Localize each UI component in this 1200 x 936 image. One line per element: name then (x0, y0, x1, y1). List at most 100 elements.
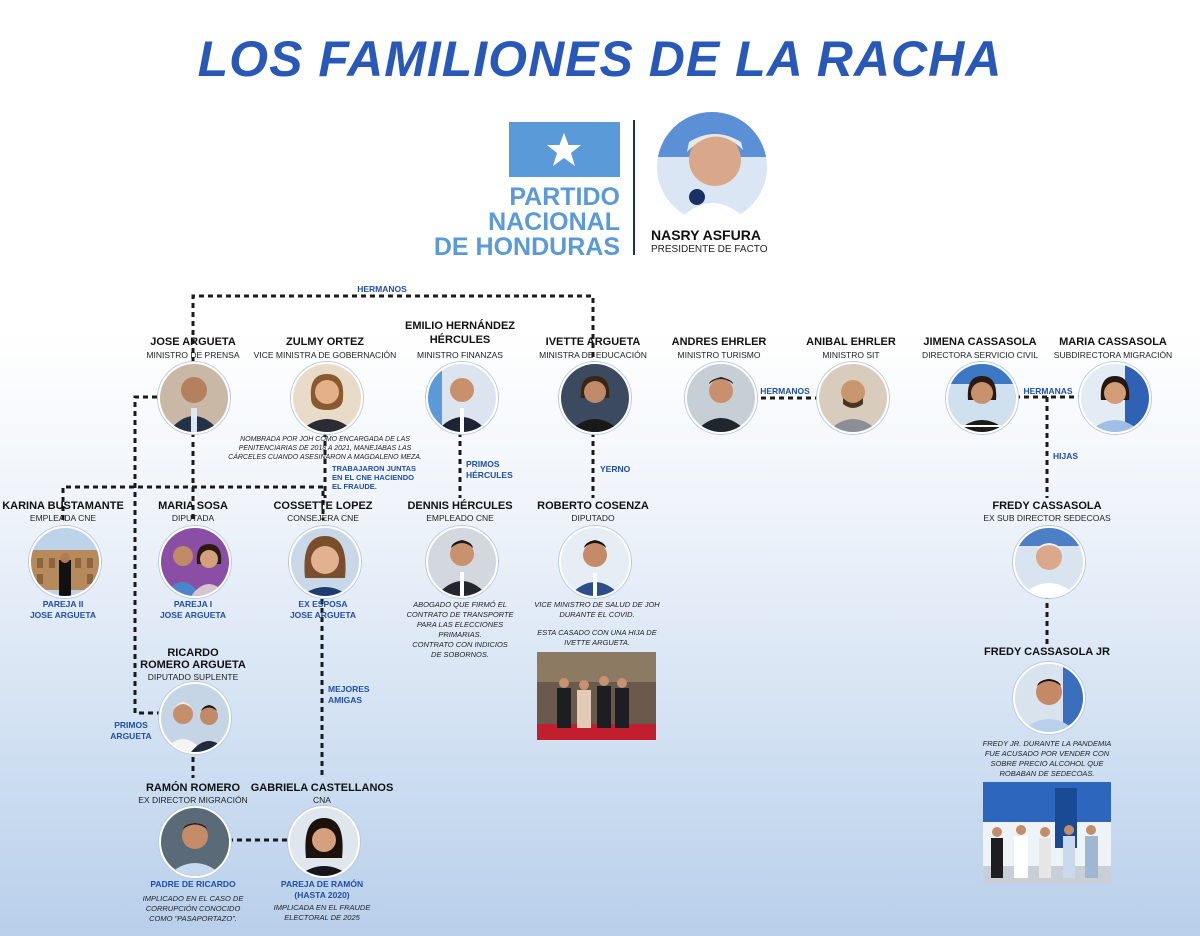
label-primos-argueta-2: ARGUETA (110, 731, 152, 741)
honduras-flag-logo (509, 122, 620, 177)
role-fredy-cassasola: EX SUB DIRECTOR SEDECOAS (983, 513, 1111, 523)
avatar-jose-argueta (158, 362, 230, 434)
note-dennis-1: ABOGADO QUE FIRMÓ EL (413, 600, 507, 609)
avatar-maria-sosa (159, 526, 231, 598)
tag-cossette-1: EX ESPOSA (298, 599, 348, 609)
role-jimena-cassasola: DIRECTORA SERVICIO CIVIL (922, 350, 1038, 360)
tag-maria-sosa-1: PAREJA I (173, 599, 213, 609)
label-hermanos-ehrler: HERMANOS (760, 386, 810, 396)
name-fredy-cassasola: FREDY CASSASOLA (992, 500, 1102, 512)
photo-fredy-jr-group (983, 782, 1111, 884)
tag-cossette-2: JOSE ARGUETA (289, 610, 357, 620)
avatar-maria-cassasola (1079, 362, 1151, 434)
label-trabajaron-3: EL FRAUDE. (332, 482, 377, 491)
name-maria-sosa: MARIA SOSA (158, 500, 228, 512)
name-dennis-hercules: DENNIS HÉRCULES (407, 500, 513, 512)
note-gabriela-2: ELECTORAL DE 2025 (284, 913, 360, 922)
role-anibal-ehrler: MINISTRO SIT (822, 350, 880, 360)
label-primos-argueta-1: PRIMOS (114, 720, 148, 730)
label-mejores-2: AMIGAS (328, 695, 362, 705)
name-karina-bustamante: KARINA BUSTAMANTE (2, 500, 124, 512)
role-zulmy-ortez: VICE MINISTRA DE GOBERNACIÓN (253, 350, 397, 360)
label-primos-hercules-2: HÉRCULES (466, 470, 513, 480)
avatar-nasry-asfura (657, 112, 767, 222)
role-dennis-hercules: EMPLEADO CNE (426, 513, 494, 523)
note-ramon-2: CORRUPCIÓN CONOCIDO (145, 904, 241, 913)
role-maria-cassasola: SUBDIRECTORA MIGRACIÓN (1053, 350, 1173, 360)
role-jose-argueta: MINISTRO DE PRENSA (146, 350, 240, 360)
note-zulmy-1: NOMBRADA POR JOH COMO ENCARGADA DE LAS (240, 436, 410, 443)
avatar-dennis-hercules (426, 526, 498, 598)
label-yerno: YERNO (600, 464, 631, 474)
name-ricardo-line1: RICARDO (167, 647, 219, 659)
note-dennis-5: CONTRATO CON INDICIOS (412, 640, 508, 649)
name-emilio-line2: HÉRCULES (429, 334, 491, 346)
avatar-zulmy-ortez (291, 362, 363, 434)
avatar-fredy-cassasola (1013, 526, 1085, 598)
note-dennis-6: DE SOBORNOS. (431, 650, 489, 659)
avatar-emilio-hernandez (426, 362, 498, 434)
avatar-ivette-argueta (559, 362, 631, 434)
note-zulmy-2: PENITENCIARIAS DE 2018 A 2021, MANEJABAS… (238, 445, 412, 452)
tag-gabriela-2: (HASTA 2020) (294, 890, 350, 900)
avatar-gabriela-castellanos (288, 806, 360, 878)
role-cossette-lopez: CONSEJERA CNE (287, 513, 359, 523)
name-jose-argueta: JOSE ARGUETA (150, 336, 236, 348)
label-primos-hercules-1: PRIMOS (466, 459, 500, 469)
name-anibal-ehrler: ANIBAL EHRLER (806, 336, 896, 348)
label-hijas: HIJAS (1053, 451, 1079, 461)
avatar-karina-bustamante (29, 526, 101, 598)
note-dennis-2: CONTRATO DE TRANSPORTE (406, 610, 514, 619)
party-name-line3: DE HONDURAS (433, 233, 620, 261)
president-name: NASRY ASFURA (651, 227, 761, 243)
avatar-andres-ehrler (685, 362, 757, 434)
name-emilio-line1: EMILIO HERNÁNDEZ (405, 320, 515, 332)
name-ivette-argueta: IVETTE ARGUETA (545, 336, 641, 348)
name-ricardo-line2: ROMERO ARGUETA (140, 659, 246, 671)
note-zulmy-3: CÁRCELES CUANDO ASESINARON A MAGDALENO M… (228, 454, 422, 461)
logo-divider (633, 120, 635, 255)
note-dennis-4: PRIMARIAS. (438, 630, 482, 639)
name-cossette-lopez: COSSETTE LOPEZ (273, 500, 373, 512)
note-ramon-1: IMPLICADO EN EL CASO DE (142, 894, 244, 903)
role-maria-sosa: DIPUTADA (171, 513, 215, 523)
label-mejores-1: MEJORES (328, 684, 370, 694)
note-roberto-1: VICE MINISTRO DE SALUD DE JOH (534, 600, 660, 609)
name-zulmy-ortez: ZULMY ORTEZ (285, 336, 365, 348)
star-icon (547, 133, 581, 166)
label-trabajaron-1: TRABAJARON JUNTAS (332, 464, 417, 473)
note-fredy-jr-3: SOBRE PRECIO ALCOHOL QUE (990, 759, 1104, 768)
note-fredy-jr-2: FUE ACUSADO POR VENDER CON (984, 749, 1110, 758)
name-gabriela-castellanos: GABRIELA CASTELLANOS (250, 782, 394, 794)
note-roberto-2: DURANTE EL COVID. (559, 610, 635, 619)
note-fredy-jr-1: FREDY JR. DURANTE LA PANDEMIA (982, 739, 1112, 748)
page-title: LOS FAMILIONES DE LA RACHA (197, 31, 1003, 87)
role-andres-ehrler: MINISTRO TURISMO (677, 350, 761, 360)
avatar-ramon-romero (159, 806, 231, 878)
label-trabajaron-2: EN EL CNE HACIENDO (332, 473, 414, 482)
avatar-jimena-cassasola (946, 362, 1018, 434)
role-ricardo: DIPUTADO SUPLENTE (147, 672, 239, 682)
party-name-line2: NACIONAL (488, 208, 620, 236)
role-karina-bustamante: EMPLEADA CNE (29, 513, 97, 523)
tag-gabriela-1: PAREJA DE RAMÓN (280, 879, 364, 889)
name-jimena-cassasola: JIMENA CASSASOLA (923, 336, 1037, 348)
tag-karina-1: PAREJA II (42, 599, 84, 609)
role-gabriela-castellanos: CNA (313, 795, 331, 805)
avatar-anibal-ehrler (817, 362, 889, 434)
president-role: PRESIDENTE DE FACTO (651, 244, 768, 255)
role-roberto-cosenza: DIPUTADO (571, 513, 615, 523)
tag-maria-sosa-2: JOSE ARGUETA (159, 610, 227, 620)
note-roberto-4: IVETTE ARGUETA. (564, 638, 630, 647)
avatar-roberto-cosenza (559, 526, 631, 598)
name-fredy-cassasola-jr: FREDY CASSASOLA JR (984, 646, 1110, 658)
role-ramon-romero: EX DIRECTOR MIGRACIÓN (138, 795, 248, 805)
label-hermanos-top: HERMANOS (357, 284, 407, 294)
avatar-cossette-lopez (289, 526, 361, 598)
role-ivette-argueta: MINISTRA DE EDUCACIÓN (539, 350, 647, 360)
note-gabriela-1: IMPLICADA EN EL FRAUDE (273, 903, 371, 912)
note-dennis-3: PARA LAS ELECCIONES (416, 620, 504, 629)
photo-roberto-wedding (537, 652, 656, 740)
avatar-ricardo-romero (159, 682, 231, 754)
label-hermanas: HERMANAS (1023, 386, 1073, 396)
